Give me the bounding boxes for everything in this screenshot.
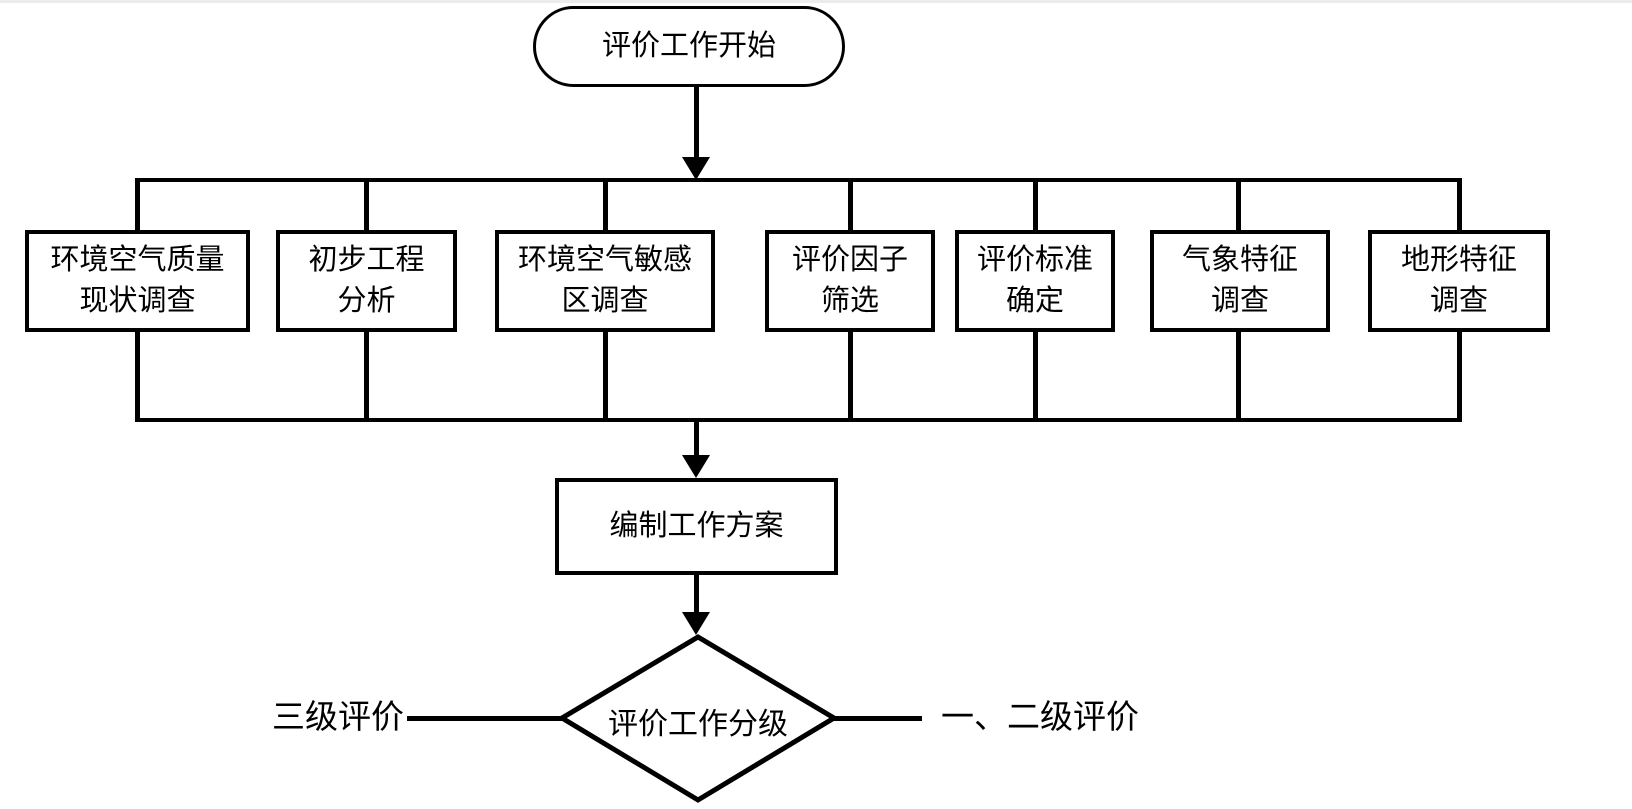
task-label-line: 环境空气敏感 [517,244,692,277]
branch-line-right [832,716,922,721]
task-node-meteorological-survey: 气象特征 调查 [1150,230,1330,332]
task-label-line: 气象特征 [1181,244,1298,277]
task-node-standard-determination: 评价标准 确定 [955,230,1115,332]
task-label-line: 确定 [1005,285,1064,317]
task-label-line: 评价标准 [976,244,1093,277]
task-label-line: 调查 [1210,285,1269,317]
task-node-preliminary-engineering-analysis: 初步工程 分析 [276,230,457,332]
stub-bottom-task-7 [1457,330,1462,420]
task-label-line: 地形特征 [1400,244,1517,277]
branch-label-level1-2: 一、二级评价 [941,700,1139,736]
stub-top-task-6 [1236,180,1241,230]
arrowhead-plan-to-decision [682,612,710,635]
plan-process-label: 编制工作方案 [609,510,784,543]
task-node-factor-screening: 评价因子 筛选 [765,230,935,332]
stub-bottom-task-2 [364,330,369,420]
task-node-sensitive-area-survey: 环境空气敏感 区调查 [495,230,715,332]
arrowhead-bus-to-plan [682,455,710,478]
stub-bottom-task-3 [603,330,608,420]
stub-bottom-task-1 [135,330,140,420]
stub-bottom-task-4 [848,330,853,420]
start-terminator-node: 评价工作开始 [533,6,845,87]
stub-top-task-4 [848,180,853,230]
task-label-line: 现状调查 [79,285,196,317]
task-label-line: 环境空气质量 [50,244,225,277]
arrowhead-start-to-bus [682,157,710,180]
task-label-line: 区调查 [561,285,649,317]
branch-label-level3: 三级评价 [272,700,404,736]
connector-start-to-bus [694,87,699,161]
task-label-line: 初步工程 [308,244,425,277]
task-node-air-quality-survey: 环境空气质量 现状调查 [25,230,250,332]
stub-bottom-task-5 [1033,330,1038,420]
stub-top-task-1 [135,180,140,230]
decision-diamond-shape [557,634,839,803]
stub-top-task-7 [1457,180,1462,230]
task-label-line: 筛选 [820,285,879,317]
stub-top-task-3 [603,180,608,230]
stub-bottom-task-6 [1236,330,1241,420]
stub-top-task-2 [364,180,369,230]
start-terminator-label: 评价工作开始 [601,30,776,63]
stub-top-task-5 [1033,180,1038,230]
task-label-line: 评价因子 [791,244,908,277]
branch-line-left [407,716,563,721]
connector-bus-to-plan [694,420,699,458]
connector-plan-to-decision [694,575,699,615]
top-bus-line [135,178,1462,182]
task-label-line: 调查 [1429,285,1488,317]
bottom-bus-line [135,418,1462,422]
plan-process-node: 编制工作方案 [555,478,838,575]
task-node-terrain-survey: 地形特征 调查 [1368,230,1550,332]
decision-diamond-label: 评价工作分级 [608,708,788,741]
task-label-line: 分析 [337,285,396,317]
decision-diamond-node: 评价工作分级 [556,631,840,805]
page-top-edge [0,0,1632,3]
